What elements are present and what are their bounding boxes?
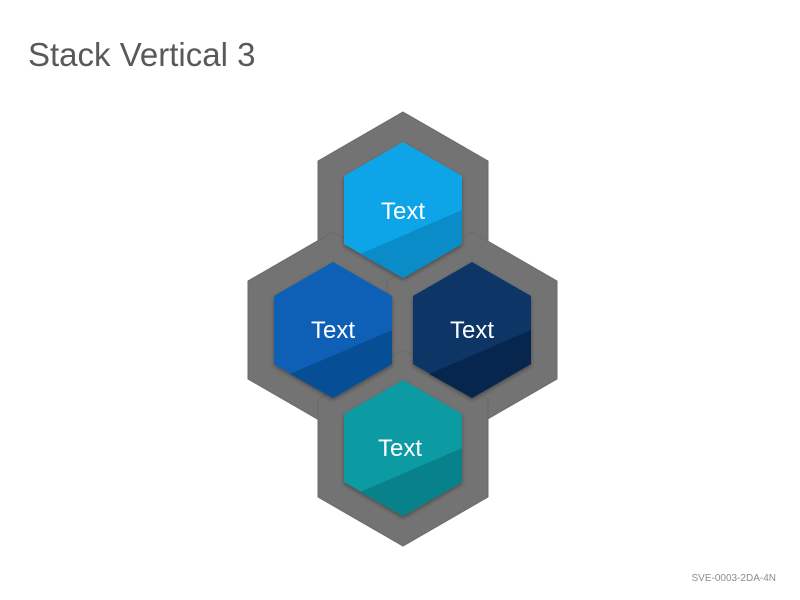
hexagon-top-shade [360,210,462,278]
hexagon-top[interactable]: Text [344,142,462,278]
hexagon-bottom[interactable]: Text [344,380,462,516]
hexagon-right-label: Text [450,317,494,344]
hexagon-bottom-shade [360,448,462,516]
hexagon-left-label: Text [311,317,355,344]
slide-title: Stack Vertical 3 [28,36,256,73]
slide-code: SVE-0003-2DA-4N [691,573,776,584]
hexagon-left[interactable]: Text [274,262,392,398]
hexagon-right[interactable]: Text [413,262,531,398]
hexagon-right-shade [429,330,531,398]
hexagon-bottom-label: Text [378,435,422,462]
hexagon-left-shade [290,330,392,398]
hexagon-top-label: Text [381,198,425,225]
